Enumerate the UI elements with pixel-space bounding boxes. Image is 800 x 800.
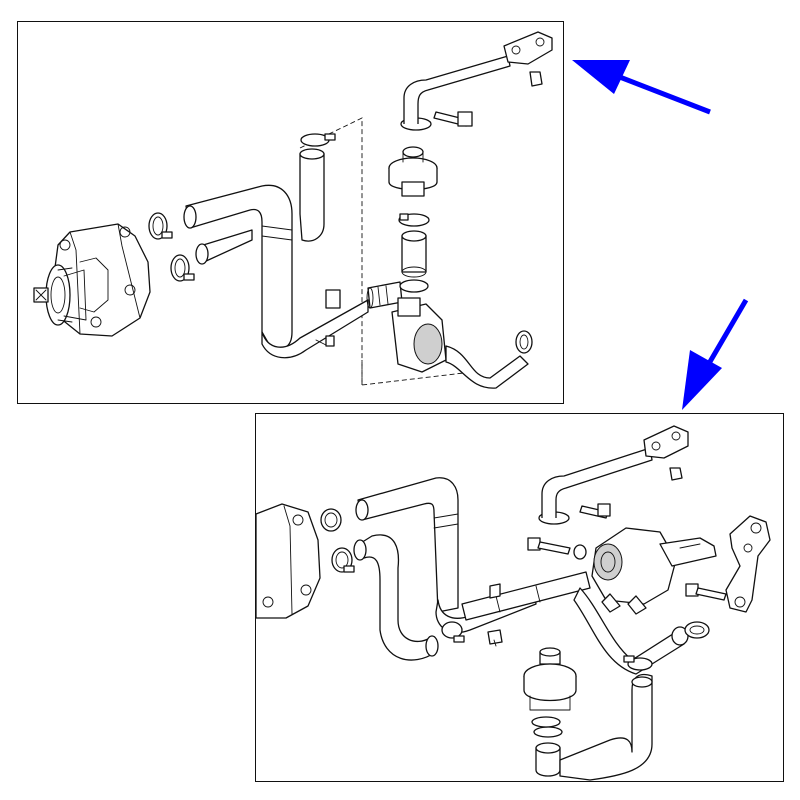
clamp-top-4 [398, 213, 430, 227]
pipe-bottom-straight [461, 571, 591, 621]
hose-lower [195, 229, 369, 359]
hose-upper [183, 148, 325, 350]
hose-bottom-lower [353, 534, 439, 661]
sleeve [401, 230, 427, 278]
clamp-top-3 [300, 133, 336, 147]
clamp-top-2 [170, 254, 195, 282]
nut-top [529, 71, 543, 87]
bolt-bottom-4 [579, 503, 611, 519]
hose-bottom-bottom [533, 673, 653, 781]
thermostat-housing-bottom [591, 527, 717, 615]
bolt-top-2 [433, 111, 473, 127]
thermostat-cap-bottom [523, 647, 577, 711]
bolt-top-1 [315, 289, 341, 347]
alternator-partial [255, 503, 321, 619]
bottom-panel [255, 413, 784, 782]
arrow-bottom [682, 298, 749, 410]
clamp-bottom-3 [441, 621, 465, 643]
thermostat-cap [388, 146, 438, 197]
nut-bottom [669, 467, 683, 481]
bracket-right [725, 515, 771, 613]
alternator [33, 223, 151, 337]
dashed-bracket [299, 117, 473, 386]
clamp-bottom-4 [684, 621, 710, 639]
top-panel [17, 21, 564, 404]
hose-bottom-right [573, 587, 689, 675]
flange-pipe-top [400, 31, 553, 131]
clamp-top-5 [399, 279, 429, 293]
arrow-top [572, 60, 711, 115]
flange-pipe-bottom [538, 425, 689, 525]
clamp-bottom-6 [623, 655, 653, 671]
thermostat-housing [391, 297, 533, 389]
clamp-bottom-2 [331, 547, 355, 573]
clamp-top-1 [148, 212, 173, 240]
clamp-bottom-1 [320, 508, 342, 532]
bolt-bottom-3 [685, 583, 727, 601]
bolt-bottom-1 [487, 629, 503, 647]
bolt-bottom-2 [527, 537, 587, 560]
clamp-bottom-5 [531, 716, 561, 728]
